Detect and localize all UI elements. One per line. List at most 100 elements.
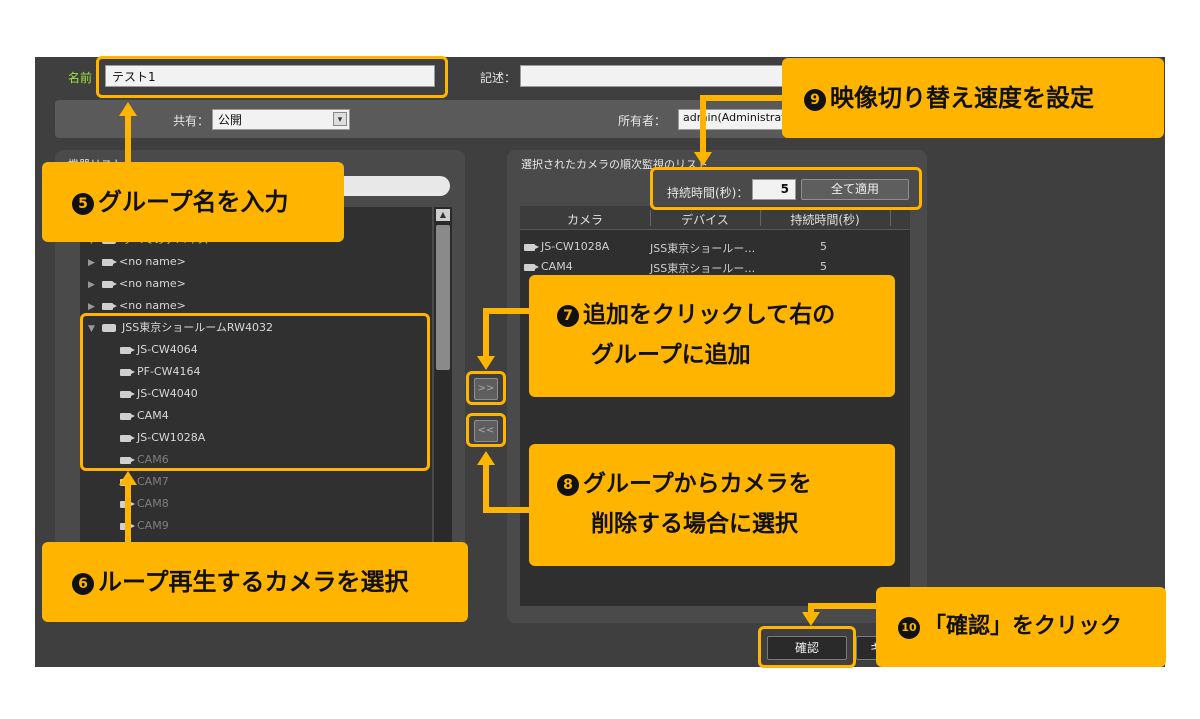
tree-item-node[interactable]: ▶ <no name> xyxy=(88,273,186,295)
row-duration: 5 xyxy=(820,240,827,253)
description-input[interactable] xyxy=(520,65,785,87)
device-group-label: JSS東京ショールームRW4032 xyxy=(122,321,273,334)
column-divider xyxy=(890,210,891,226)
callout-text: 「確認」をクリック xyxy=(924,614,1123,639)
owner-field: admin(Administrators xyxy=(678,109,783,130)
camera-icon xyxy=(120,434,135,442)
device-search-input[interactable] xyxy=(320,176,450,196)
scroll-up-icon[interactable]: ▲ xyxy=(436,209,450,221)
camera-label: JS-CW4040 xyxy=(137,387,198,400)
duration-input[interactable]: 5 xyxy=(752,179,796,200)
chevron-down-icon[interactable]: ▾ xyxy=(333,112,347,126)
arrow-up-icon xyxy=(477,451,495,465)
connector-line xyxy=(125,116,131,162)
step-number-badge: 8 xyxy=(557,474,579,496)
confirm-button[interactable]: 確認 xyxy=(767,636,847,660)
camera-label: JS-CW1028A xyxy=(137,431,206,444)
connector-line xyxy=(125,485,131,542)
tree-item-camera[interactable]: PF-CW4164 xyxy=(120,361,200,383)
owner-label: 所有者： xyxy=(618,114,667,128)
collapse-icon[interactable]: ▶ xyxy=(88,258,95,268)
camera-label: PF-CW4164 xyxy=(137,365,201,378)
callout-step-10: 10「確認」をクリック xyxy=(876,587,1166,667)
collapse-icon[interactable]: ▶ xyxy=(88,302,95,312)
step-number-badge: 10 xyxy=(898,617,920,639)
step-number-badge: 6 xyxy=(72,573,94,595)
connector-line xyxy=(808,603,814,615)
row-camera: CAM4 xyxy=(541,260,573,273)
name-input[interactable]: テスト1 xyxy=(105,65,435,87)
node-label: <no name> xyxy=(119,255,186,268)
callout-text: グループ名を入力 xyxy=(98,188,289,216)
tree-item-node[interactable]: ▶ <no name> xyxy=(88,251,186,273)
share-select-value: 公開 xyxy=(218,113,243,127)
column-duration[interactable]: 持続時間(秒) xyxy=(790,213,860,227)
expand-icon[interactable]: ▼ xyxy=(88,324,95,334)
connector-line xyxy=(483,308,489,356)
camera-icon xyxy=(102,258,117,266)
connector-line xyxy=(483,507,529,513)
camera-icon xyxy=(102,280,117,288)
table-row[interactable]: CAM4 JSS東京ショールー… 5 xyxy=(520,258,910,278)
arrow-down-icon xyxy=(477,356,495,370)
camera-label: CAM8 xyxy=(137,497,169,510)
step-number-badge: 9 xyxy=(804,89,826,111)
scrollbar-thumb[interactable] xyxy=(436,225,450,370)
device-tree: ▼すべてのデバイス ▶<no name> ▶<no name> ▶<no nam… xyxy=(80,207,432,542)
tree-item-camera[interactable]: JS-CW4040 xyxy=(120,383,198,405)
row-device: JSS東京ショールー… xyxy=(650,242,756,255)
highlight-remove xyxy=(466,413,506,447)
highlight-confirm xyxy=(758,626,856,668)
highlight-duration xyxy=(650,167,922,210)
arrow-down-icon xyxy=(694,152,712,166)
camera-icon xyxy=(120,412,135,420)
camera-label: CAM6 xyxy=(137,453,169,466)
share-label: 共有： xyxy=(173,114,210,128)
callout-text: 映像切り替え速度を設定 xyxy=(830,84,1094,112)
callout-text: グループからカメラを xyxy=(583,471,812,497)
highlight-add xyxy=(466,371,506,405)
share-select[interactable]: 公開 ▾ xyxy=(212,109,350,130)
camera-label: JS-CW4064 xyxy=(137,343,198,356)
row-device: JSS東京ショールー… xyxy=(650,262,756,275)
row-duration: 5 xyxy=(820,260,827,273)
tree-item-camera[interactable]: CAM4 xyxy=(120,405,169,427)
camera-icon xyxy=(120,456,135,464)
column-camera[interactable]: カメラ xyxy=(566,213,603,227)
camera-label: CAM4 xyxy=(137,409,169,422)
connector-line xyxy=(483,465,489,513)
camera-label: CAM7 xyxy=(137,475,169,488)
column-device[interactable]: デバイス xyxy=(681,213,729,227)
step-number-badge: 7 xyxy=(557,305,579,327)
remove-button[interactable]: << xyxy=(474,420,498,442)
collapse-icon[interactable]: ▶ xyxy=(88,280,95,290)
node-label: <no name> xyxy=(119,277,186,290)
description-label: 記述： xyxy=(480,71,517,85)
arrow-down-icon xyxy=(802,612,820,626)
apply-all-button[interactable]: 全て適用 xyxy=(801,179,909,200)
connector-line xyxy=(808,603,876,609)
tree-item-device-group[interactable]: ▼ JSS東京ショールームRW4032 xyxy=(88,317,273,339)
arrow-up-icon xyxy=(119,102,137,116)
tree-item-camera[interactable]: JS-CW1028A xyxy=(120,427,205,449)
step-number-badge: 5 xyxy=(72,193,94,215)
camera-icon xyxy=(120,368,135,376)
duration-label: 持続時間(秒)： xyxy=(667,186,749,200)
camera-label: CAM9 xyxy=(137,519,169,532)
tree-item-camera-disabled[interactable]: CAM6 xyxy=(120,449,169,471)
callout-text: グループに追加 xyxy=(591,342,751,368)
table-row[interactable]: JS-CW1028A JSS東京ショールー… 5 xyxy=(520,238,910,258)
connector-line xyxy=(483,308,529,314)
tree-scrollbar[interactable]: ▲ xyxy=(434,207,452,542)
tree-item-node[interactable]: ▶<no name> xyxy=(88,295,186,317)
table-header: カメラ デバイス 持続時間(秒) xyxy=(520,206,910,230)
tree-item-camera[interactable]: JS-CW4064 xyxy=(120,339,198,361)
camera-icon xyxy=(524,263,539,271)
recorder-icon xyxy=(102,324,116,332)
column-divider xyxy=(760,210,761,226)
add-button[interactable]: >> xyxy=(474,378,498,400)
